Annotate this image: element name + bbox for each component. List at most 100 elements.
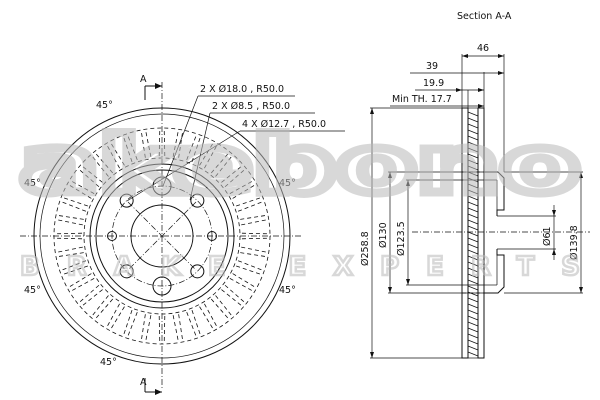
vane-line xyxy=(237,201,263,212)
section-vane-hatch xyxy=(467,159,479,165)
section-vane-hatch xyxy=(467,297,479,303)
vane-line xyxy=(63,197,88,207)
section-marker-top: A xyxy=(140,74,147,85)
vane-line xyxy=(229,180,253,194)
angle-label-right-upper: 45° xyxy=(279,178,296,189)
vane-line xyxy=(81,289,103,307)
vane-line xyxy=(191,137,201,162)
section-vane-hatch xyxy=(467,111,479,117)
vane-line xyxy=(178,131,183,158)
section-marker-bottom: A xyxy=(140,377,147,388)
vane-line xyxy=(232,184,256,199)
akebono-logo-watermark: akebono BRAKE EXPERTS xyxy=(16,117,585,284)
callout-hole-18: 2 X Ø18.0 , R50.0 xyxy=(200,84,284,95)
vane-line xyxy=(178,314,183,341)
bolt-hole xyxy=(119,193,134,208)
section-title: Section A-A xyxy=(457,11,512,22)
section-vane-hatch xyxy=(467,147,479,153)
vane-line xyxy=(110,306,125,330)
dim-min-thickness: Min TH. 17.7 xyxy=(392,94,452,105)
vane-line xyxy=(224,169,245,188)
diagonal-center-line-2 xyxy=(127,201,197,271)
section-vane-hatch xyxy=(467,285,479,291)
vane-line xyxy=(191,310,201,335)
vane-line xyxy=(158,130,161,157)
vane-line xyxy=(63,265,88,275)
section-vane-hatch xyxy=(467,231,479,237)
section-vane-hatch xyxy=(467,315,479,321)
section-vane-hatch xyxy=(467,339,479,345)
section-vane-hatch xyxy=(467,219,479,225)
vane-line xyxy=(127,135,138,161)
section-vane-hatch xyxy=(467,141,479,147)
vane-line xyxy=(141,314,146,341)
vane-line xyxy=(57,252,84,257)
vane-line xyxy=(210,153,229,174)
angle-label-left-upper: 45° xyxy=(24,178,41,189)
section-vane-hatch xyxy=(467,195,479,201)
friction-plate-inboard xyxy=(477,107,485,359)
vane-line xyxy=(221,165,243,183)
vane-line xyxy=(106,303,120,327)
vane-line xyxy=(204,303,218,327)
vane-line xyxy=(95,153,114,174)
vane-line xyxy=(236,197,261,207)
vane-line xyxy=(145,315,152,341)
section-vane-hatch xyxy=(467,117,479,123)
vane-line xyxy=(229,278,253,292)
vane-line xyxy=(91,155,109,177)
section-vane-hatch xyxy=(467,255,479,261)
vane-line xyxy=(199,142,214,166)
friction-plate-outboard xyxy=(461,107,469,359)
dim-hat-inner-diameter: Ø123.5 xyxy=(396,221,407,256)
vane-line xyxy=(79,169,100,188)
vane-line xyxy=(95,298,114,319)
angle-label-left-lower: 45° xyxy=(24,285,41,296)
vane-line xyxy=(141,131,146,158)
vane-line xyxy=(91,295,109,317)
cooling-vanes xyxy=(56,130,268,342)
vane-line xyxy=(145,131,152,157)
vane-line xyxy=(186,311,197,337)
vane-line xyxy=(61,260,87,271)
angle-label-top-left: 45° xyxy=(96,100,113,111)
section-vane-hatch xyxy=(467,351,479,357)
section-vane-hatch xyxy=(467,165,479,171)
vane-line xyxy=(241,237,268,240)
callout-hole-8-5: 2 X Ø8.5 , R50.0 xyxy=(212,101,290,112)
vane-line xyxy=(57,215,84,220)
section-vane-hatch xyxy=(467,237,479,243)
vane-line xyxy=(68,273,92,288)
dim-overall-height: 46 xyxy=(477,43,489,54)
vane-line xyxy=(127,311,138,337)
vane-line xyxy=(241,232,268,235)
vane-line xyxy=(221,289,243,307)
vane-line xyxy=(57,246,83,253)
section-vane-hatch xyxy=(467,171,479,177)
vane-line xyxy=(79,284,100,303)
dim-center-bore: Ø61 xyxy=(542,226,553,246)
vane-line xyxy=(123,137,133,162)
section-vane-hatch xyxy=(467,153,479,159)
section-vane-hatch xyxy=(467,129,479,135)
section-vane-hatch xyxy=(467,123,479,129)
vane-line xyxy=(163,130,166,157)
front-view: A A 45° 45° 45° 45° 45° 45° 2 X Ø18.0 , … xyxy=(20,74,345,395)
dim-hat-outer-diameter: Ø130 xyxy=(378,222,389,248)
vane-line xyxy=(56,232,83,235)
section-vane-hatch xyxy=(467,345,479,351)
vane-line xyxy=(241,246,267,253)
vane-line xyxy=(172,315,179,341)
vane-line xyxy=(186,135,197,161)
vane-line xyxy=(237,260,263,271)
vane-line xyxy=(236,265,261,275)
vane-line xyxy=(68,184,92,199)
section-vane-hatch xyxy=(467,201,479,207)
section-vane-hatch xyxy=(467,279,479,285)
vane-line xyxy=(71,278,95,292)
vane-line xyxy=(172,131,179,157)
section-vane-hatch xyxy=(467,321,479,327)
vane-line xyxy=(81,165,103,183)
section-vane-hatch xyxy=(467,309,479,315)
